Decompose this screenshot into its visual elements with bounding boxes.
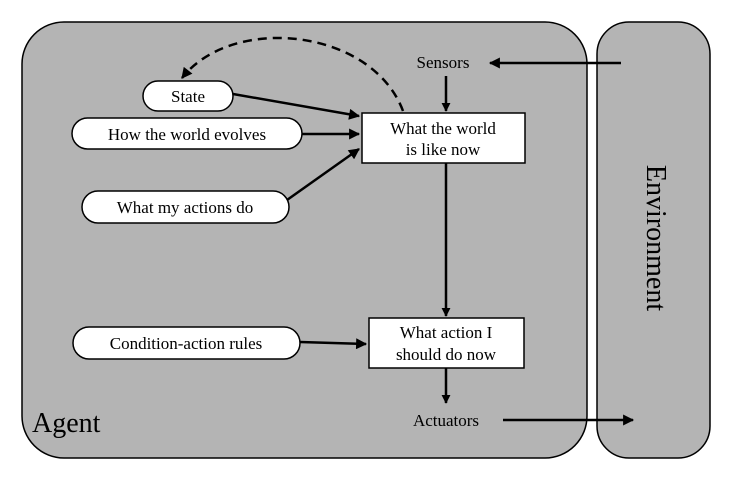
arrow-rules-to-action [299,338,368,350]
oval-state: State [142,80,234,112]
box-action-now-line1: What action I [400,323,493,342]
environment-label: Environment [640,165,671,311]
sensors-label: Sensors [417,53,470,72]
oval-rules-label: Condition-action rules [110,334,263,353]
oval-actions-do-label: What my actions do [117,198,253,217]
oval-world-evolves: How the world evolves [71,117,303,150]
box-world-now-line2: is like now [406,140,481,159]
box-world-now: What the world is like now [361,112,526,164]
arrow-world-to-state-dashed [181,36,405,112]
oval-rules: Condition-action rules [72,326,301,360]
environment-panel [596,21,711,459]
oval-state-label: State [171,87,205,106]
box-action-now: What action I should do now [368,317,525,369]
oval-actions-do: What my actions do [81,190,290,224]
arrow-actions-to-world [286,147,360,202]
actuators-label: Actuators [413,411,479,430]
arrow-state-to-world [232,92,361,120]
box-world-now-line1: What the world [390,119,496,138]
oval-world-evolves-label: How the world evolves [108,125,266,144]
box-action-now-line2: should do now [396,345,497,364]
agent-label: Agent [32,408,101,439]
agent-panel [21,21,588,459]
